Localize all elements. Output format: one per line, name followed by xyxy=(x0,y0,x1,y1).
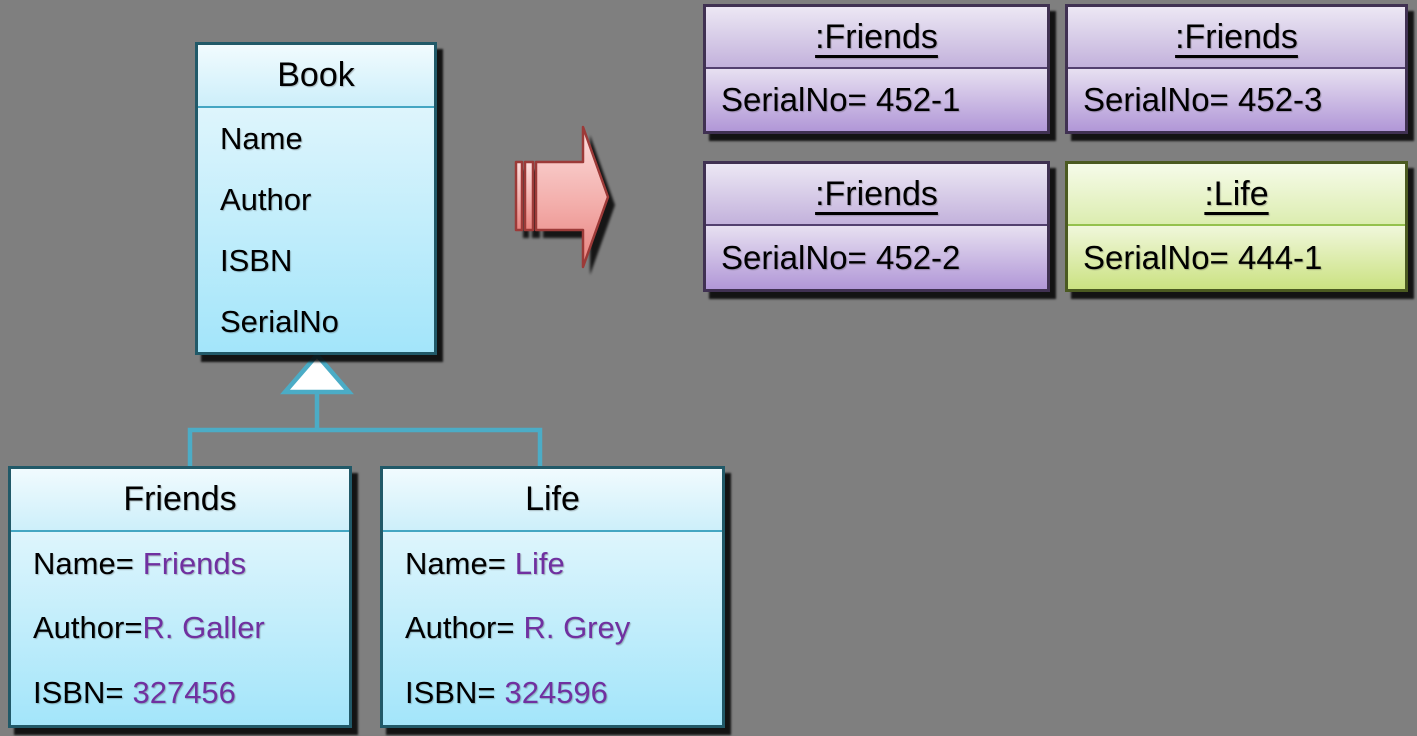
attribute-row: ISBN= 324596 xyxy=(383,661,722,725)
class-box-book: Book Name Author ISBN SerialNo xyxy=(195,42,437,355)
instance-title: :Friends xyxy=(706,7,1047,69)
instance-attribute: SerialNo= 444-1 xyxy=(1068,226,1405,289)
attribute-value: 324596 xyxy=(504,674,608,710)
instance-title-text: :Life xyxy=(1204,174,1269,213)
instance-attribute: SerialNo= 452-2 xyxy=(706,226,1047,289)
attribute-row: Name= Friends xyxy=(11,532,349,596)
instance-box-life-444-1: :Life SerialNo= 444-1 xyxy=(1065,161,1408,292)
class-title: Book xyxy=(198,45,434,108)
instance-box-friends-452-3: :Friends SerialNo= 452-3 xyxy=(1065,4,1408,134)
class-attribute-list: Name= Friends Author= R. Galler ISBN= 32… xyxy=(11,532,349,725)
attribute-label: ISBN= xyxy=(33,674,124,710)
attribute-row: ISBN xyxy=(220,242,293,278)
attribute-value: Life xyxy=(514,546,565,582)
attribute-row: Author= R. Grey xyxy=(383,596,722,660)
instance-title: :Friends xyxy=(706,164,1047,226)
instance-title: :Life xyxy=(1068,164,1405,226)
class-attribute-list: Name Author ISBN SerialNo xyxy=(198,108,434,352)
attribute-label: Name= xyxy=(33,546,134,582)
attribute-label: Author= xyxy=(405,610,515,646)
instance-title: :Friends xyxy=(1068,7,1405,69)
attribute-value: R. Galler xyxy=(142,610,265,646)
attribute-value: R. Grey xyxy=(523,610,631,646)
attribute-label: Author= xyxy=(33,610,143,646)
class-attribute-list: Name= Life Author= R. Grey ISBN= 324596 xyxy=(383,532,722,725)
attribute-label: ISBN= xyxy=(405,674,496,710)
attribute-row: ISBN= 327456 xyxy=(11,661,349,725)
instance-box-friends-452-2: :Friends SerialNo= 452-2 xyxy=(703,161,1050,292)
instance-attribute: SerialNo= 452-1 xyxy=(706,69,1047,131)
attribute-value: Friends xyxy=(142,546,247,582)
instance-attribute: SerialNo= 452-3 xyxy=(1068,69,1405,131)
attribute-row: Name xyxy=(220,120,303,156)
instance-title-text: :Friends xyxy=(815,174,938,213)
attribute-label: Name= xyxy=(405,546,506,582)
instance-title-text: :Friends xyxy=(815,17,938,56)
attribute-row: Name= Life xyxy=(383,532,722,596)
attribute-row: Author xyxy=(220,181,312,217)
instance-box-friends-452-1: :Friends SerialNo= 452-1 xyxy=(703,4,1050,134)
inheritance-triangle-icon xyxy=(280,351,354,395)
transform-arrow-icon xyxy=(514,125,615,275)
class-title: Friends xyxy=(11,469,349,532)
class-title: Life xyxy=(383,469,722,532)
attribute-row: SerialNo xyxy=(220,303,339,339)
class-box-life: Life Name= Life Author= R. Grey ISBN= 32… xyxy=(380,466,725,728)
class-box-friends: Friends Name= Friends Author= R. Galler … xyxy=(8,466,352,728)
attribute-row: Author= R. Galler xyxy=(11,596,349,660)
attribute-value: 327456 xyxy=(132,674,236,710)
instance-title-text: :Friends xyxy=(1175,17,1298,56)
